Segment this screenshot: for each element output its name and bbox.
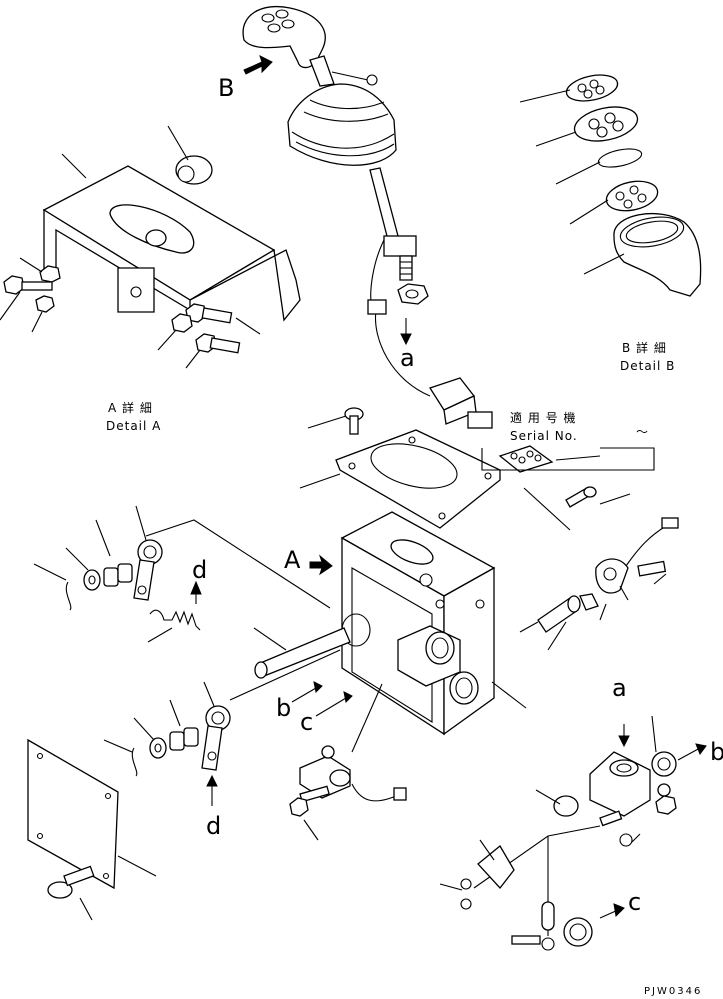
callout-a-valve: a <box>612 674 627 702</box>
switch-assembly <box>289 683 407 841</box>
callout-a-nut: a <box>400 344 415 372</box>
detail-b-en-label: Detail B <box>620 359 675 373</box>
serial-jp-label: 適 用 号 機 <box>510 410 576 425</box>
figure-id: PJW0346 <box>644 986 702 997</box>
detail-b-parts <box>519 74 702 297</box>
arrow-b-icon <box>243 55 273 75</box>
gasket-panel <box>27 738 157 921</box>
callout-b-valve: b <box>710 738 723 766</box>
detail-b-jp-label: B 詳 細 <box>622 340 667 355</box>
lower-linkage <box>103 649 341 806</box>
detail-a-en-label: Detail A <box>106 419 161 433</box>
main-housing <box>145 511 527 736</box>
callout-c-housing: c <box>300 708 313 736</box>
callout-d-upper: d <box>192 556 207 584</box>
callout-b-top: B <box>218 74 234 102</box>
shift-lever-assembly <box>242 5 493 429</box>
callout-a-housing: A <box>284 546 301 574</box>
upper-linkage <box>33 505 202 643</box>
valve-assembly <box>439 715 707 951</box>
serial-range-mark: ～ <box>636 425 649 439</box>
callout-b-housing: b <box>276 694 291 722</box>
right-centre-parts <box>519 517 679 651</box>
detail-a-jp-label: A 詳 細 <box>108 400 153 415</box>
callout-c-valve: c <box>628 888 641 916</box>
callout-d-lower: d <box>206 812 221 840</box>
cover-plate <box>299 407 655 531</box>
serial-en-label: Serial No. <box>510 429 578 443</box>
arrow-a-icon <box>309 554 333 576</box>
detail-a-bracket <box>0 125 301 369</box>
